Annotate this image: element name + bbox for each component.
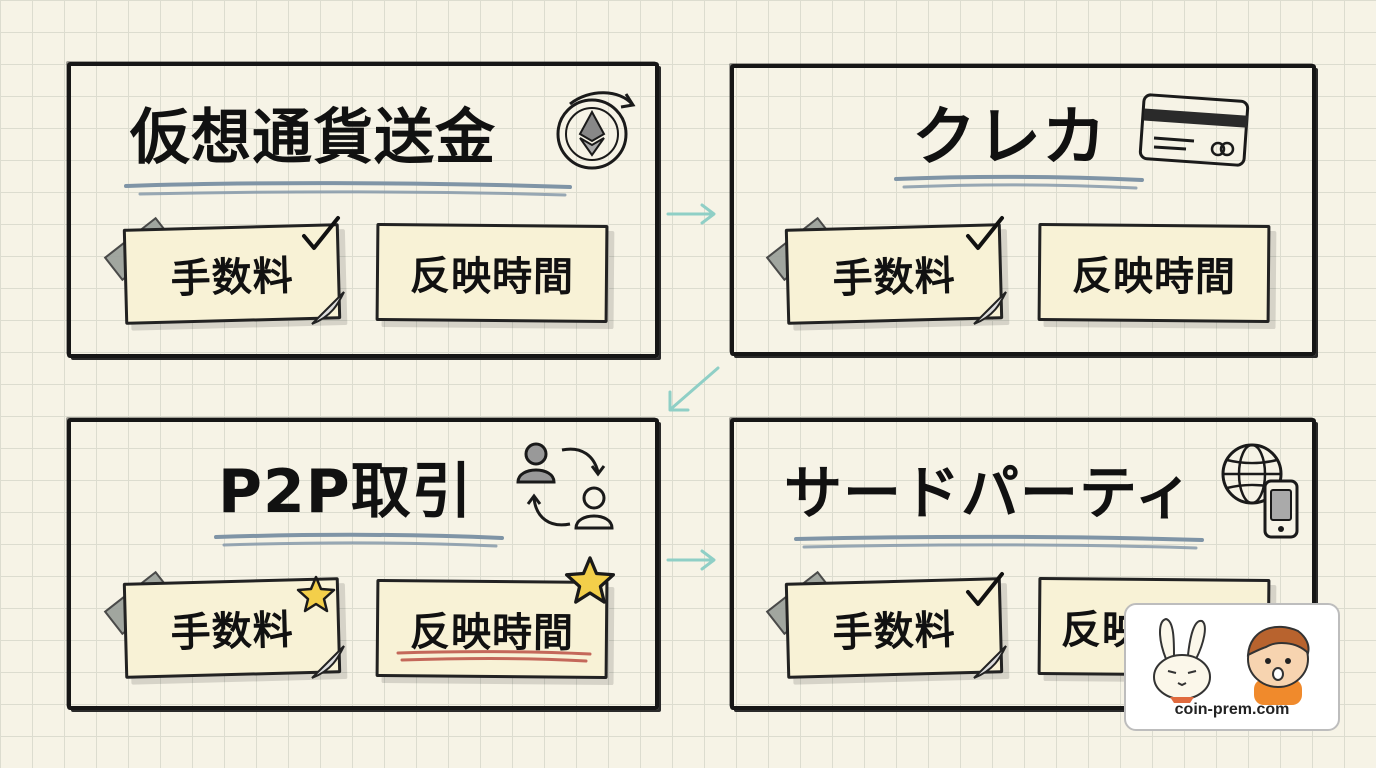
page-curl: [311, 291, 345, 325]
arrow-down-left: [668, 366, 720, 412]
user-exchange-icon: [516, 442, 614, 530]
checkmark-icon: [966, 216, 1004, 250]
panel-credit-card: [730, 64, 1316, 356]
page-curl: [973, 291, 1007, 325]
title-underline: [214, 532, 504, 548]
sticky-note-reflection-time: 反映時間: [1037, 222, 1271, 324]
ethereum-coin-icon: [556, 91, 636, 170]
title-underline: [794, 534, 1204, 550]
title-underline: [124, 181, 572, 197]
panel-title-third-party: サードパーティ: [784, 459, 1194, 527]
panel-title-credit-card: クレカ: [912, 101, 1107, 175]
page-curl: [973, 645, 1007, 679]
globe-icon: [1221, 443, 1283, 505]
panel-crypto-transfer: [67, 62, 659, 358]
red-underline: [396, 650, 592, 663]
arrow-right-bottom: [666, 549, 716, 571]
checkmark-icon: [966, 572, 1004, 606]
sticky-note-reflection-time: 反映時間: [375, 222, 609, 324]
panel-p2p: [67, 418, 659, 710]
page-curl: [311, 645, 345, 679]
panel-title-p2p: P2P取引: [218, 457, 473, 527]
credit-card-icon: [1138, 93, 1250, 167]
boy-mascot-icon: [1246, 626, 1310, 705]
title-underline: [894, 174, 1144, 190]
checkmark-icon: [302, 216, 340, 250]
panel-title-crypto-transfer: 仮想通貨送金: [130, 103, 496, 173]
site-logo: coin-prem.com: [1124, 603, 1340, 731]
panel-third-party: [730, 418, 1316, 710]
rabbit-mascot-icon: [1153, 617, 1211, 703]
star-icon: [296, 575, 336, 613]
smartphone-icon: [1263, 479, 1299, 539]
star-icon: [564, 556, 616, 604]
logo-text: coin-prem.com: [1174, 701, 1290, 718]
arrow-right-top: [666, 203, 716, 225]
